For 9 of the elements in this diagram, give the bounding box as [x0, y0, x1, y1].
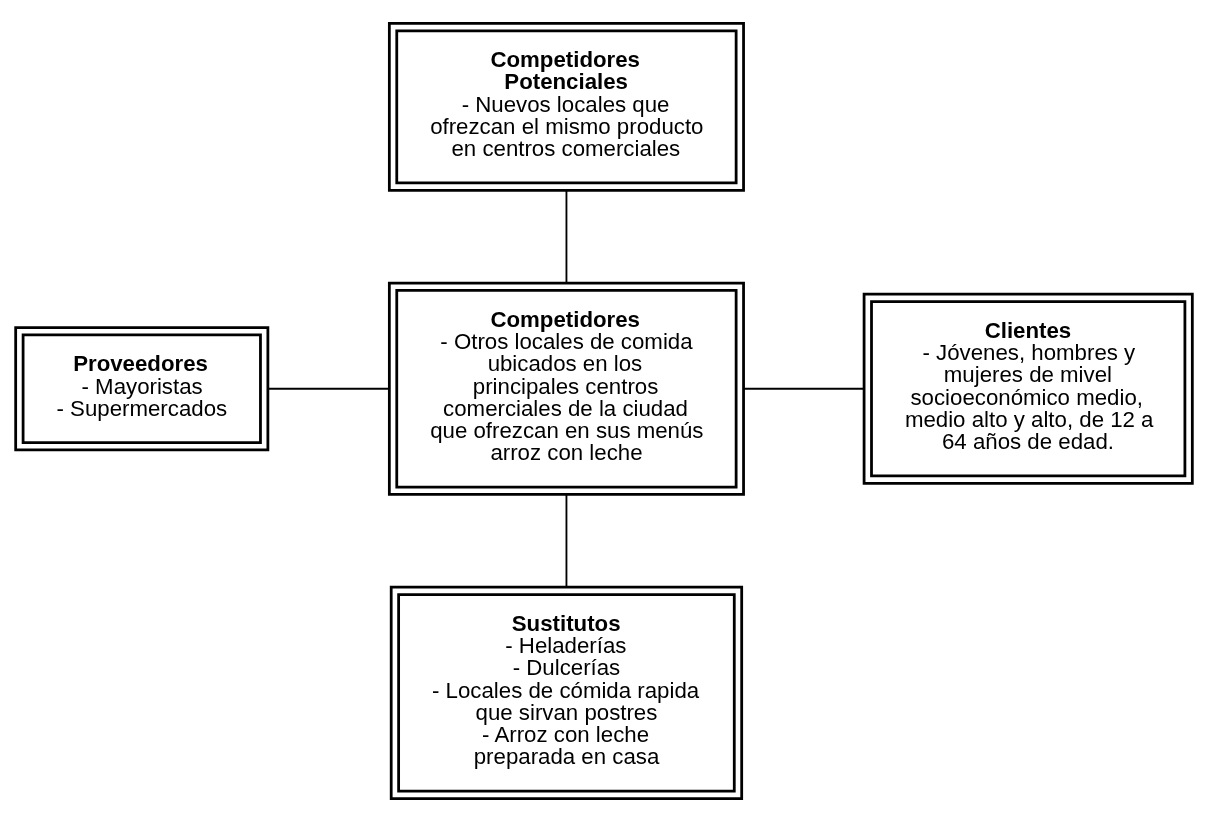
node-box: Competidores - Otros locales de comida ubicados en los principales centros comerciales de la ciudad que ofrezcan en sus menús arroz con leche	[387, 281, 745, 496]
node-box: Clientes - Jóvenes, hombres y mujeres de mivel socioeconómico medio, medio alto y alto, de 12 a 64 años de edad.	[862, 292, 1194, 485]
connector	[565, 493, 568, 588]
connector	[565, 189, 568, 284]
connector	[743, 387, 865, 390]
connector	[267, 387, 390, 390]
node-box: Proveedores - Mayoristas - Supermercados	[14, 325, 270, 451]
node-box: Sustitutos - Heladerías - Dulcerías - Locales de cómida rapida que sirvan postres - Arroz con leche preparada en casa	[389, 585, 744, 800]
node-box: Competidores Potenciales - Nuevos locales que ofrezcan el mismo producto en centros comerciales	[387, 21, 745, 192]
